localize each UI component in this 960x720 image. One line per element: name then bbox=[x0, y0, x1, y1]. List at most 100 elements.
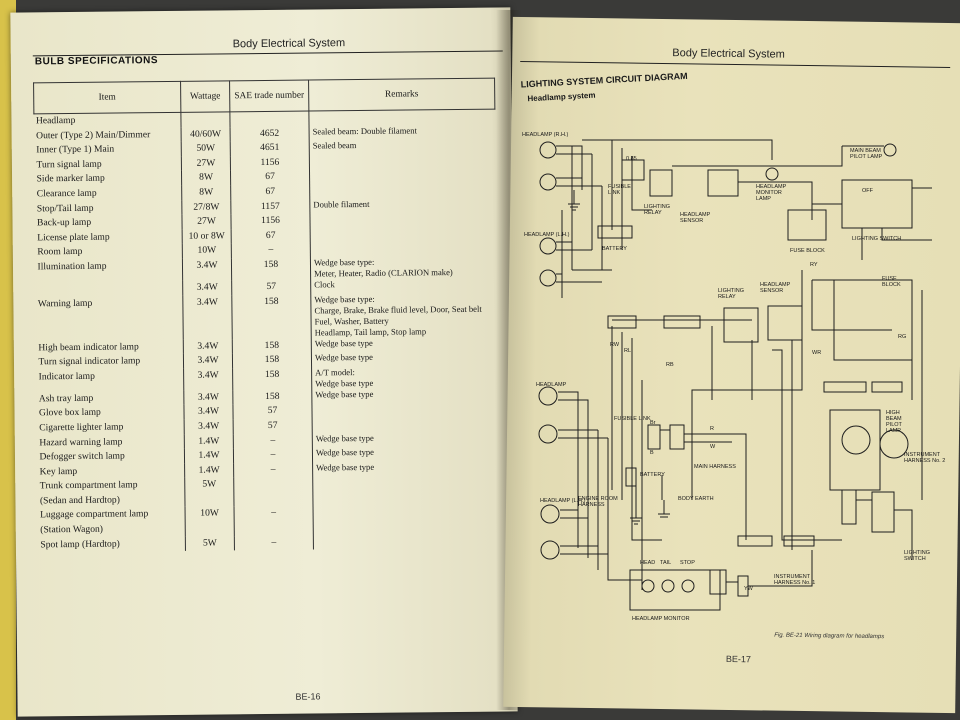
cell-sae: 57 bbox=[233, 418, 313, 434]
cell-wattage: 40/60W bbox=[181, 126, 231, 143]
label-off: OFF bbox=[862, 188, 874, 194]
headlamp-rh-inner bbox=[539, 173, 557, 191]
label-battery: BATTERY bbox=[602, 246, 627, 252]
cell-item: License plate lamp bbox=[37, 231, 110, 244]
cell-item: Cigarette lighter lamp bbox=[39, 421, 124, 434]
cell-sae: 158 bbox=[232, 338, 312, 354]
cell-sae: 158 bbox=[231, 294, 312, 339]
cell-wattage: 8W bbox=[181, 170, 231, 186]
left-page-number: BE-16 bbox=[295, 691, 321, 702]
cell-wattage: 27W bbox=[181, 156, 231, 172]
cell-sae: 4652 bbox=[230, 126, 310, 142]
cell-item: Headlamp bbox=[35, 114, 76, 127]
cell-wattage: 1.4W bbox=[184, 448, 234, 464]
cell-item: Warning lamp bbox=[37, 297, 93, 309]
left-page: Body Electrical System BULB SPECIFICATIO… bbox=[10, 7, 518, 717]
cell-sae: 67 bbox=[230, 184, 310, 200]
right-header-rule bbox=[520, 60, 951, 69]
label-stop: STOP bbox=[680, 560, 695, 566]
cell-sae: 4651 bbox=[230, 140, 310, 157]
cell-item: Outer (Type 2) Main/Dimmer bbox=[36, 128, 151, 141]
cell-item: Indicator lamp bbox=[38, 370, 95, 383]
label-wire-yw: YW bbox=[744, 586, 754, 592]
cell-wattage: 27/8W bbox=[181, 199, 231, 216]
cell-sae: 1156 bbox=[230, 155, 310, 171]
label-headlamp-monitor: HEADLAMP MONITOR bbox=[632, 616, 690, 622]
right-page-header: Body Electrical System bbox=[672, 47, 785, 61]
label-headlamp-rh: HEADLAMP (R.H.) bbox=[522, 132, 569, 138]
cell-item: Stop/Tail lamp bbox=[36, 202, 94, 214]
label-wire-wr: WR bbox=[812, 350, 821, 356]
cell-item: Luggage compartment lamp (Station Wagon) bbox=[40, 508, 149, 536]
headlamp-rh-outer bbox=[539, 141, 557, 159]
cell-item: Side marker lamp bbox=[36, 173, 105, 185]
cell-wattage: 3.4W bbox=[182, 294, 233, 340]
label-wire-br: Br bbox=[650, 420, 656, 426]
label-wire-b: B bbox=[650, 450, 654, 456]
cell-remarks: Wedge base type: Charge, Brake, Brake fl… bbox=[310, 292, 498, 339]
cell-sae: 1157 bbox=[230, 199, 310, 215]
cell-item: Back-up lamp bbox=[36, 216, 92, 229]
label-wire-ry: RY bbox=[810, 262, 818, 268]
wiring bbox=[538, 139, 932, 611]
cell-item: Key lamp bbox=[39, 465, 78, 478]
cell-item: Spot lamp (Hardtop) bbox=[40, 538, 120, 551]
cell-sae: 158 bbox=[232, 352, 312, 369]
cell-sae: 67 bbox=[231, 228, 311, 244]
label-wire-w: W bbox=[710, 444, 716, 450]
cell-remarks: A/T model: Wedge base type bbox=[311, 365, 498, 390]
label-wire-r: R bbox=[710, 426, 714, 432]
col-remarks: Remarks bbox=[308, 78, 495, 112]
label-fusible-link-2: FUSIBLE LINK bbox=[614, 416, 651, 422]
cell-remarks bbox=[313, 533, 500, 550]
label-wire-rl: RL bbox=[624, 348, 631, 354]
col-wattage: Wattage bbox=[180, 80, 230, 113]
cell-item: Inner (Type 1) Main bbox=[36, 143, 115, 156]
cell-wattage: 27W bbox=[181, 214, 232, 230]
cell-wattage: 10 or 8W bbox=[182, 229, 232, 245]
cell-item: Trunk compartment lamp (Sedan and Hardto… bbox=[39, 479, 138, 507]
cell-wattage: 5W bbox=[185, 535, 235, 552]
label-headlamp-lh: HEADLAMP (L.H.) bbox=[524, 232, 570, 238]
cell-wattage: 3.4W bbox=[183, 338, 233, 354]
cell-item: Ash tray lamp bbox=[38, 392, 94, 405]
cell-wattage: 10W bbox=[182, 243, 232, 259]
headlamp-system-subtitle: Headlamp system bbox=[527, 91, 595, 104]
cell-sae bbox=[229, 111, 310, 127]
cell-sae: 67 bbox=[230, 169, 310, 186]
diagram-labels: HEADLAMP (R.H.) HEADLAMP (L.H.) MAIN BEA… bbox=[522, 132, 945, 622]
cell-wattage: 3.4W bbox=[183, 390, 233, 406]
cell-sae: 57 bbox=[231, 279, 311, 295]
label-headlamp-lh-lower: HEADLAMP (L.H.) bbox=[540, 498, 586, 504]
label-battery-2: BATTERY bbox=[640, 472, 665, 478]
cell-wattage: 3.4W bbox=[182, 258, 232, 281]
cell-item: Turn signal lamp bbox=[36, 158, 102, 171]
cell-wattage bbox=[180, 111, 231, 128]
cell-wattage: 8W bbox=[181, 185, 231, 201]
cell-item bbox=[36, 281, 183, 297]
lighting-circuit-diagram: LIGHTING SYSTEM CIRCUIT DIAGRAM Headlamp… bbox=[521, 71, 946, 622]
label-head: HEAD bbox=[640, 560, 655, 566]
label-headlamp-mid: HEADLAMP bbox=[536, 382, 567, 388]
label-wire-rg: RG bbox=[898, 334, 906, 340]
cell-sae: 57 bbox=[232, 403, 313, 420]
cell-wattage: 1.4W bbox=[184, 433, 234, 449]
label-tail: TAIL bbox=[660, 560, 671, 566]
cell-wattage: 50W bbox=[181, 141, 231, 157]
cell-sae: 158 bbox=[232, 367, 312, 391]
cell-wattage: 5W bbox=[184, 477, 235, 508]
cell-wattage: 3.4W bbox=[183, 368, 233, 391]
label-wire-rb: RB bbox=[666, 362, 674, 368]
cell-wattage: 3.4W bbox=[184, 419, 234, 435]
